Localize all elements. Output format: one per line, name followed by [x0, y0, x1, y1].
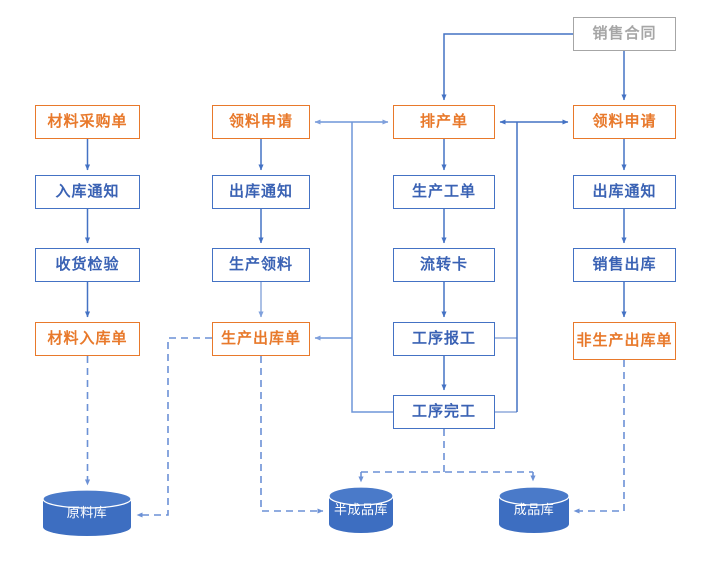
node-work-order[interactable]: 生产工单	[393, 175, 495, 209]
node-label: 生产工单	[411, 183, 476, 201]
cylinder-shape	[43, 490, 131, 536]
cylinder-shape	[329, 487, 393, 533]
node-outbound-notice-right[interactable]: 出库通知	[573, 175, 676, 209]
node-material-purchase-order[interactable]: 材料采购单	[35, 105, 140, 139]
node-routing-card[interactable]: 流转卡	[393, 248, 495, 282]
node-label: 销售合同	[592, 25, 657, 43]
node-outbound-notice-left[interactable]: 出库通知	[212, 175, 310, 209]
store-semi-finished-warehouse[interactable]: 半成品库	[329, 487, 393, 533]
wire-xsht-to-pcd	[441, 33, 573, 101]
node-sales-issue[interactable]: 销售出库	[573, 248, 676, 282]
node-label: 生产出库单	[220, 330, 301, 348]
node-label: 材料采购单	[47, 113, 128, 131]
node-production-picking[interactable]: 生产领料	[212, 248, 310, 282]
node-label: 非生产出库单	[576, 332, 673, 350]
wire-gxwg-up-left-riser	[351, 122, 393, 413]
wire-sckd-to-ylk	[136, 337, 212, 518]
node-label: 销售出库	[592, 256, 657, 274]
node-label: 排产单	[419, 113, 468, 131]
store-raw-material-warehouse[interactable]: 原料库	[43, 490, 131, 536]
node-operation-completion[interactable]: 工序完工	[393, 395, 495, 429]
node-production-schedule[interactable]: 排产单	[393, 105, 495, 139]
node-goods-receipt-inspection[interactable]: 收货检验	[35, 248, 140, 282]
node-label: 入库通知	[55, 183, 120, 201]
node-label: 出库通知	[592, 183, 657, 201]
store-finished-goods-warehouse[interactable]: 成品库	[499, 487, 569, 533]
node-material-receipt-order[interactable]: 材料入库单	[35, 322, 140, 356]
node-label: 生产领料	[228, 256, 293, 274]
store-label: 半成品库	[333, 501, 388, 517]
node-material-requisition-left[interactable]: 领料申请	[212, 105, 310, 139]
node-label: 流转卡	[419, 256, 468, 274]
node-non-production-issue-order[interactable]: 非生产出库单	[573, 322, 676, 360]
node-label: 工序报工	[411, 330, 476, 348]
node-label: 领料申请	[592, 113, 657, 131]
node-label: 出库通知	[228, 183, 293, 201]
node-sales-contract[interactable]: 销售合同	[573, 17, 676, 51]
wire-fsckd-to-cpk	[573, 360, 625, 514]
node-label: 领料申请	[228, 113, 293, 131]
node-inbound-notice[interactable]: 入库通知	[35, 175, 140, 209]
store-label: 原料库	[66, 504, 108, 520]
node-material-requisition-right[interactable]: 领料申请	[573, 105, 676, 139]
store-label: 成品库	[513, 501, 555, 517]
node-production-issue-order[interactable]: 生产出库单	[212, 322, 310, 356]
node-operation-reporting[interactable]: 工序报工	[393, 322, 495, 356]
node-label: 工序完工	[411, 403, 476, 421]
cylinder-shape	[499, 487, 569, 533]
node-label: 材料入库单	[47, 330, 128, 348]
node-label: 收货检验	[55, 256, 120, 274]
wire-sckd-to-bcpk	[260, 356, 324, 514]
